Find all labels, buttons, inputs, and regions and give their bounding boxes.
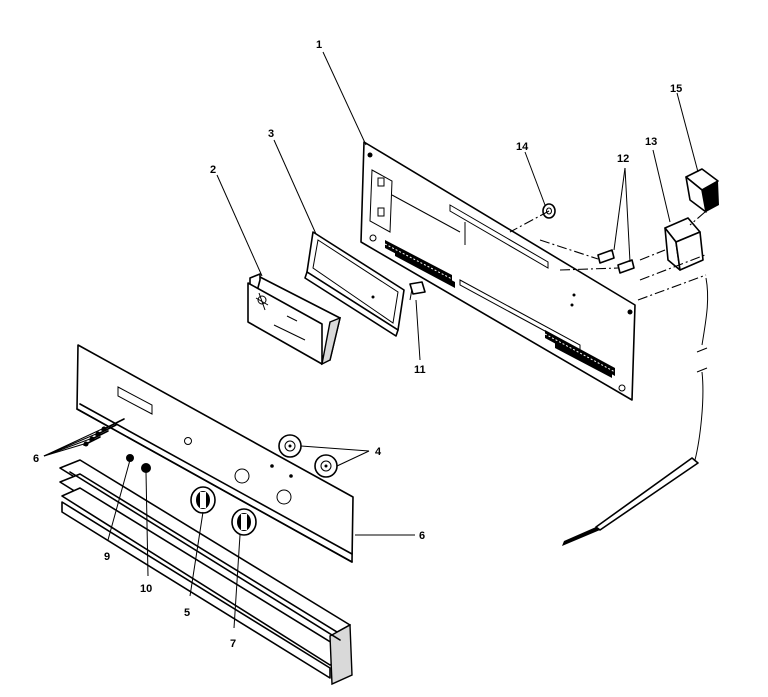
callout-15: 15 [670, 83, 682, 95]
vent-grill-right [544, 330, 616, 378]
cover-15 [685, 168, 719, 226]
knob-5 [190, 486, 216, 514]
front-control-panel [76, 344, 354, 563]
control-module [247, 273, 341, 366]
main-panel [360, 141, 636, 401]
callout-9: 9 [104, 551, 110, 563]
probe-wire [562, 277, 709, 546]
callout-12: 12 [617, 153, 629, 165]
callout-5: 5 [184, 607, 190, 619]
knob-rings-4 [278, 434, 338, 478]
connector-11 [409, 281, 426, 301]
grommet-14 [509, 203, 556, 233]
callout-11: 11 [414, 364, 426, 376]
display-frame [304, 231, 405, 337]
callout-6-left: 6 [33, 453, 39, 465]
callout-7: 7 [230, 638, 236, 650]
leader-lines [43, 51, 699, 629]
sockets-12 [539, 239, 635, 274]
callout-4: 4 [375, 446, 382, 458]
callout-2: 2 [210, 164, 216, 176]
vent-grill-left [384, 240, 455, 288]
transformer-13 [639, 217, 704, 271]
callout-10: 10 [140, 583, 152, 595]
callout-3: 3 [268, 128, 274, 140]
button-10 [141, 463, 151, 473]
callout-6-right: 6 [419, 530, 425, 542]
trim-extrusion [59, 459, 353, 686]
callout-1: 1 [316, 39, 322, 51]
screws [83, 418, 125, 447]
callout-13: 13 [645, 136, 657, 148]
callout-labels: 1 2 3 4 5 6 6 7 9 10 11 12 13 14 15 [33, 39, 682, 650]
knob-7 [231, 508, 257, 536]
button-9 [126, 454, 134, 462]
callout-14: 14 [516, 141, 529, 153]
